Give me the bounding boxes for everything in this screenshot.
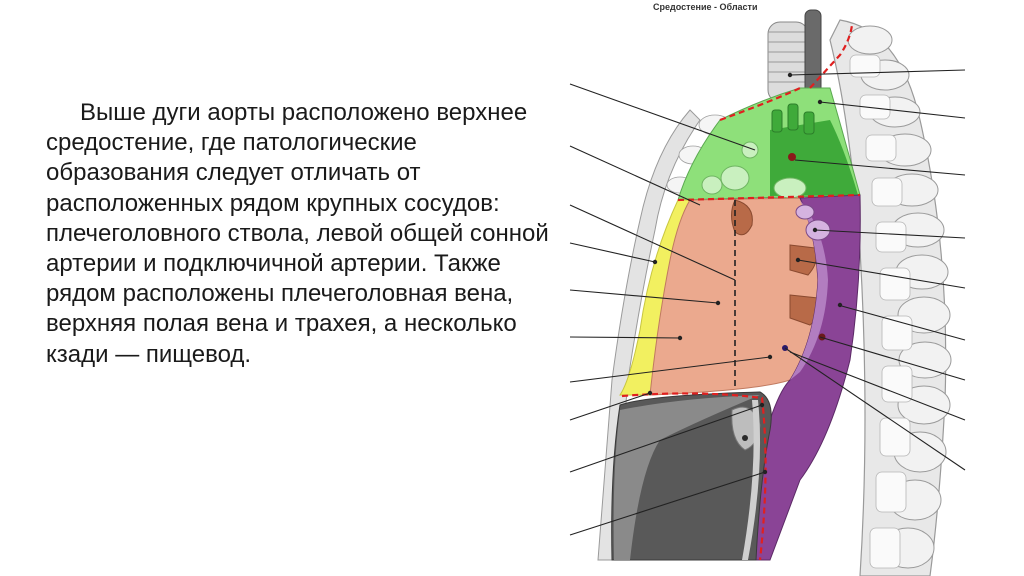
trachea — [767, 9, 822, 111]
spine — [829, 19, 952, 576]
aortic-arch-marker — [788, 153, 796, 161]
great-vessels — [771, 103, 815, 135]
leader-dots — [647, 72, 843, 475]
superior-mediastinum-dark — [770, 120, 858, 196]
diagram-title: Средостение - Области — [653, 2, 758, 12]
retrocrural-strip — [742, 400, 761, 560]
diaphragm-light — [613, 395, 760, 560]
descending-aorta-marker — [818, 333, 826, 341]
body-paragraph: Выше дуги аорты расположено верхнее сред… — [46, 99, 549, 368]
region-boundaries — [621, 24, 861, 561]
posterior-mediastinum-light — [790, 200, 828, 380]
mediastinum-diagram — [569, 9, 966, 576]
leader-lines — [569, 69, 966, 536]
